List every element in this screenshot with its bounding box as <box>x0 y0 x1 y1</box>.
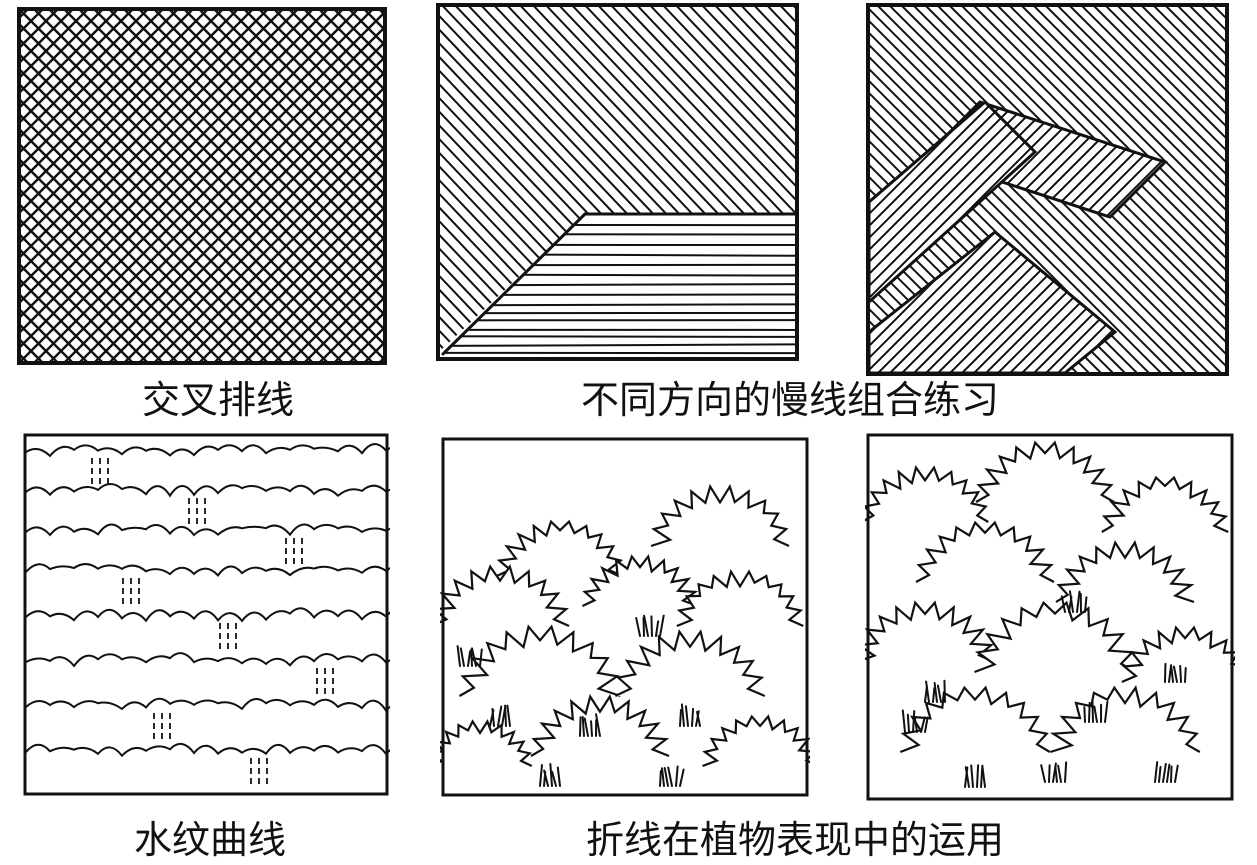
caption-zigzag-plants: 折线在植物表现中的运用 <box>585 818 1004 862</box>
cross-hatch-square <box>16 6 388 366</box>
caption-direction-combo: 不同方向的慢线组合练习 <box>580 378 999 422</box>
herringbone-square <box>865 2 1230 377</box>
bush-square-right <box>865 432 1235 802</box>
bush-square-left <box>440 436 810 798</box>
caption-water-curves: 水纹曲线 <box>133 818 286 862</box>
caption-cross-hatching: 交叉排线 <box>141 378 294 422</box>
mixed-direction-square <box>435 2 800 362</box>
water-curves-square <box>22 432 390 797</box>
